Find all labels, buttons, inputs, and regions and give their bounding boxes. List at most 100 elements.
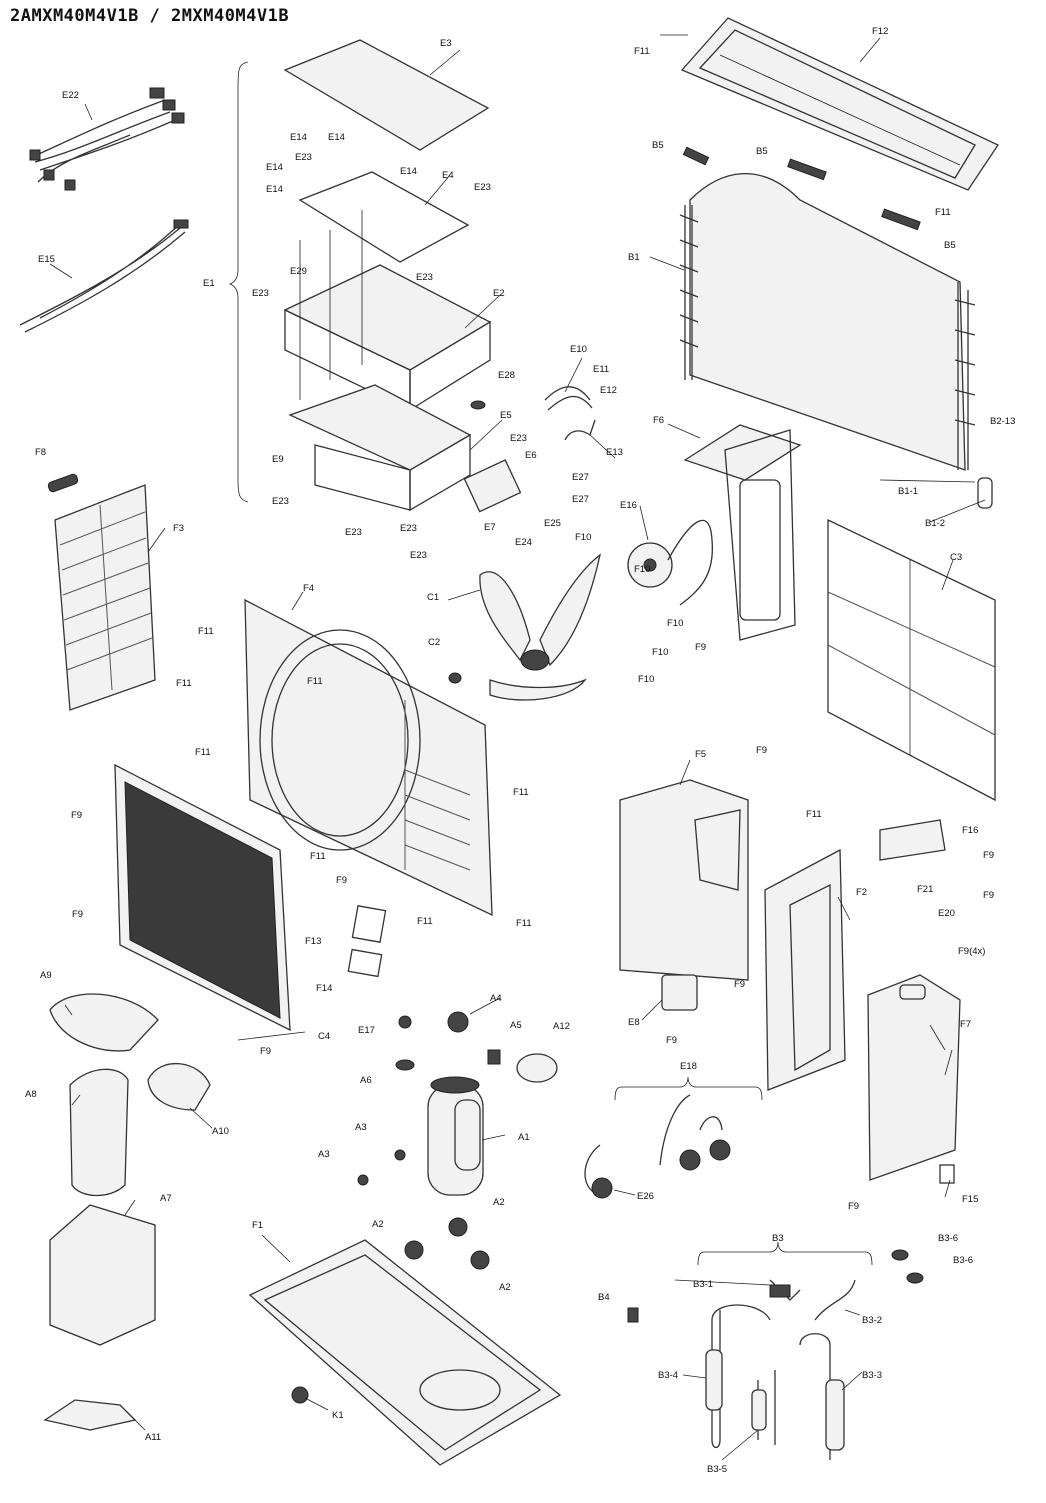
part-label: E27 (572, 494, 589, 505)
front-grille-c4 (114, 763, 291, 1032)
part-label: C3 (950, 552, 962, 563)
part-label: E7 (484, 522, 496, 533)
sound-insulation-a10 (147, 1063, 211, 1111)
part-label: E14 (290, 132, 307, 143)
part-label: E18 (680, 1061, 697, 1072)
part-label: F10 (575, 532, 591, 543)
wiring-harness-e22 (29, 87, 185, 191)
part-label: E6 (525, 450, 537, 461)
part-label: F9 (983, 890, 994, 901)
mounting-a12 (516, 1053, 558, 1083)
part-label: F9 (666, 1035, 677, 1046)
part-label: A10 (212, 1126, 229, 1137)
coil-e26 (584, 1144, 613, 1199)
part-label: B4 (598, 1292, 610, 1303)
part-label: F13 (305, 936, 321, 947)
part-label: B5 (652, 140, 664, 151)
clamp-b4 (627, 1307, 639, 1323)
part-label: B3-6 (953, 1255, 973, 1266)
part-label: A3 (318, 1149, 330, 1160)
compressor-a1 (427, 1076, 484, 1196)
part-label: F11 (513, 787, 529, 798)
e18-brace (614, 1076, 763, 1101)
part-label: E23 (510, 433, 527, 444)
cushion-a2-1 (448, 1217, 468, 1237)
part-label: F21 (917, 884, 933, 895)
part-label: F6 (653, 415, 664, 426)
part-label: C2 (428, 637, 440, 648)
cover-f7 (867, 974, 961, 1181)
part-label: B3-1 (693, 1279, 713, 1290)
plate-f15 (939, 1164, 955, 1184)
part-label: A5 (510, 1020, 522, 1031)
part-label: B3-6 (938, 1233, 958, 1244)
part-label: A1 (518, 1132, 530, 1143)
part-label: F11 (307, 676, 323, 687)
part-label: F3 (173, 523, 184, 534)
part-label: F9 (71, 810, 82, 821)
part-label: B3 (772, 1233, 784, 1244)
thermistor-e17 (398, 1015, 412, 1029)
wiring-harness-e15 (19, 219, 189, 333)
part-label: F14 (316, 983, 332, 994)
part-label: E4 (442, 170, 454, 181)
valve-plate-f2 (764, 848, 846, 1091)
heater-k1 (291, 1386, 309, 1404)
part-label: F4 (303, 583, 314, 594)
part-label: B1-2 (925, 518, 945, 529)
part-label: E14 (328, 132, 345, 143)
cushion-a2-3 (470, 1250, 490, 1270)
terminal-cover-a4 (447, 1011, 469, 1033)
part-label: F15 (962, 1194, 978, 1205)
part-label: F1 (252, 1220, 263, 1231)
part-label: F9(4x) (958, 946, 985, 957)
part-label: E8 (628, 1017, 640, 1028)
part-label: E1 (203, 278, 215, 289)
part-label: C1 (427, 592, 439, 603)
part-label: A12 (553, 1021, 570, 1032)
part-label: B5 (944, 240, 956, 251)
part-label: E15 (38, 254, 55, 265)
part-label: E17 (358, 1025, 375, 1036)
part-label: F11 (516, 918, 532, 929)
part-label: F9 (734, 979, 745, 990)
part-label: A8 (25, 1089, 37, 1100)
part-label: B1-1 (898, 486, 918, 497)
part-label: F9 (848, 1201, 859, 1212)
part-label: E16 (620, 500, 637, 511)
part-label: F10 (638, 674, 654, 685)
nut-a3-2 (357, 1174, 369, 1186)
part-label: F9 (260, 1046, 271, 1057)
part-label: B3-5 (707, 1464, 727, 1475)
propeller-fan-c1 (448, 553, 602, 701)
part-label: F10 (634, 564, 650, 575)
part-label: A9 (40, 970, 52, 981)
part-label: F11 (176, 678, 192, 689)
heat-exchanger-b1 (679, 146, 993, 509)
part-label: E24 (515, 537, 532, 548)
coil-set-e18 (659, 1094, 731, 1171)
side-panel-f5 (619, 779, 749, 981)
b3-brace (697, 1241, 873, 1266)
part-label: A6 (360, 1075, 372, 1086)
part-label: E14 (266, 162, 283, 173)
part-label: E13 (606, 447, 623, 458)
part-label: E23 (400, 523, 417, 534)
label-plate-f14 (347, 948, 383, 978)
part-label: E23 (295, 152, 312, 163)
reactor-e8 (661, 974, 698, 1011)
part-label: B5 (756, 146, 768, 157)
part-label: F9 (72, 909, 83, 920)
part-label: A7 (160, 1193, 172, 1204)
motor-bracket-f6 (683, 424, 802, 641)
control-box-assembly (283, 39, 596, 513)
part-label: E23 (416, 272, 433, 283)
part-label: E9 (272, 454, 284, 465)
sound-insulation-a8 (69, 1068, 129, 1197)
part-label: B1 (628, 252, 640, 263)
front-panel-f4 (244, 598, 493, 917)
part-label: F7 (960, 1019, 971, 1030)
part-label: F10 (667, 618, 683, 629)
label-plate-f13 (351, 905, 387, 943)
